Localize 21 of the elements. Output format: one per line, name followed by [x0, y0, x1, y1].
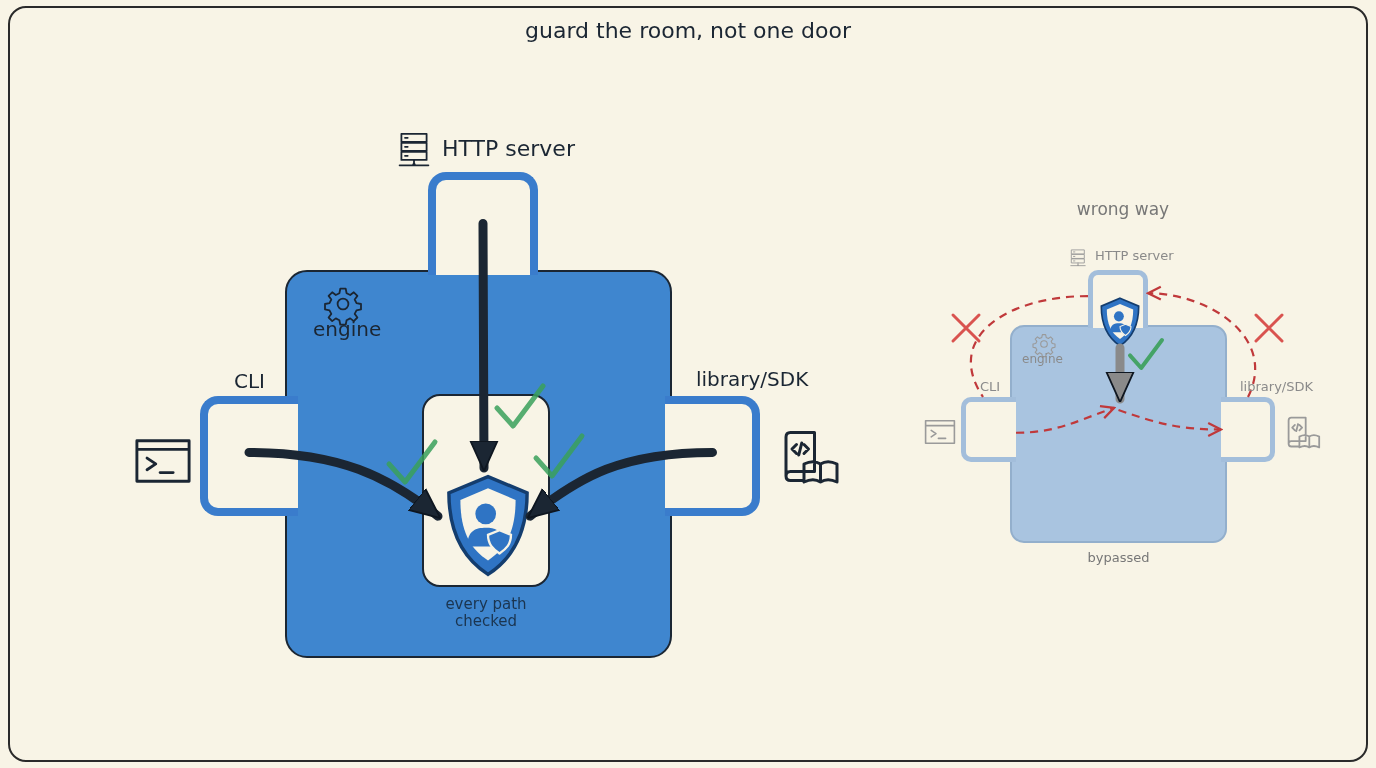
panel-heading: wrong way: [1075, 200, 1171, 220]
node-label: CLI: [234, 370, 265, 393]
node-caption: bypassed: [1086, 551, 1151, 566]
node-label: HTTP server: [442, 136, 575, 162]
node-label: every path checked: [444, 596, 528, 631]
arrow: [525, 447, 717, 521]
arrow: [1105, 343, 1135, 404]
dashed-arrow: [1146, 286, 1257, 398]
node-label: CLI: [980, 380, 1001, 395]
node-label: engine: [313, 318, 382, 341]
dashed-line: [970, 295, 1089, 398]
arrow: [244, 447, 443, 521]
diagram-title: guard the room, not one door: [524, 18, 852, 44]
dashed-arrow: [1015, 405, 1116, 434]
node-label: engine: [1022, 353, 1063, 367]
node-label: HTTP server: [1095, 249, 1174, 264]
dashed-arrow: [1118, 409, 1223, 437]
node-label: library/SDK: [1240, 380, 1313, 395]
engine-box: [285, 270, 672, 658]
arrow: [469, 219, 499, 473]
node-label: library/SDK: [696, 368, 809, 391]
